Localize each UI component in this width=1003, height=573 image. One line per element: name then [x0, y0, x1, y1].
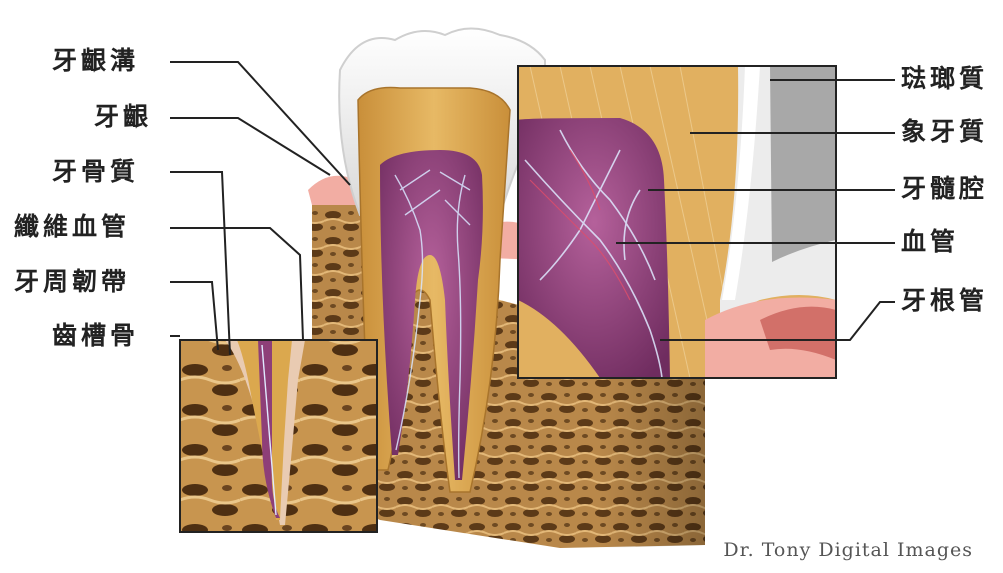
label-root-canal: 牙根管 [901, 286, 988, 316]
credit-text: Dr. Tony Digital Images [723, 539, 973, 561]
label-fiber-vessel: 纖維血管 [14, 212, 130, 242]
inset-magnified-crown [518, 66, 836, 378]
inset-magnified-root [180, 340, 377, 532]
label-periodontal-ligament: 牙周韌帶 [14, 267, 130, 297]
label-gingiva: 牙齦 [94, 102, 152, 132]
label-pulp-cavity: 牙髓腔 [901, 174, 988, 204]
label-gingival-sulcus: 牙齦溝 [52, 46, 139, 76]
label-alveolar-bone: 齒槽骨 [52, 321, 139, 351]
label-blood-vessel: 血管 [901, 227, 959, 257]
label-cementum: 牙骨質 [52, 157, 139, 187]
label-enamel: 琺瑯質 [901, 64, 988, 94]
label-dentin: 象牙質 [901, 117, 988, 147]
